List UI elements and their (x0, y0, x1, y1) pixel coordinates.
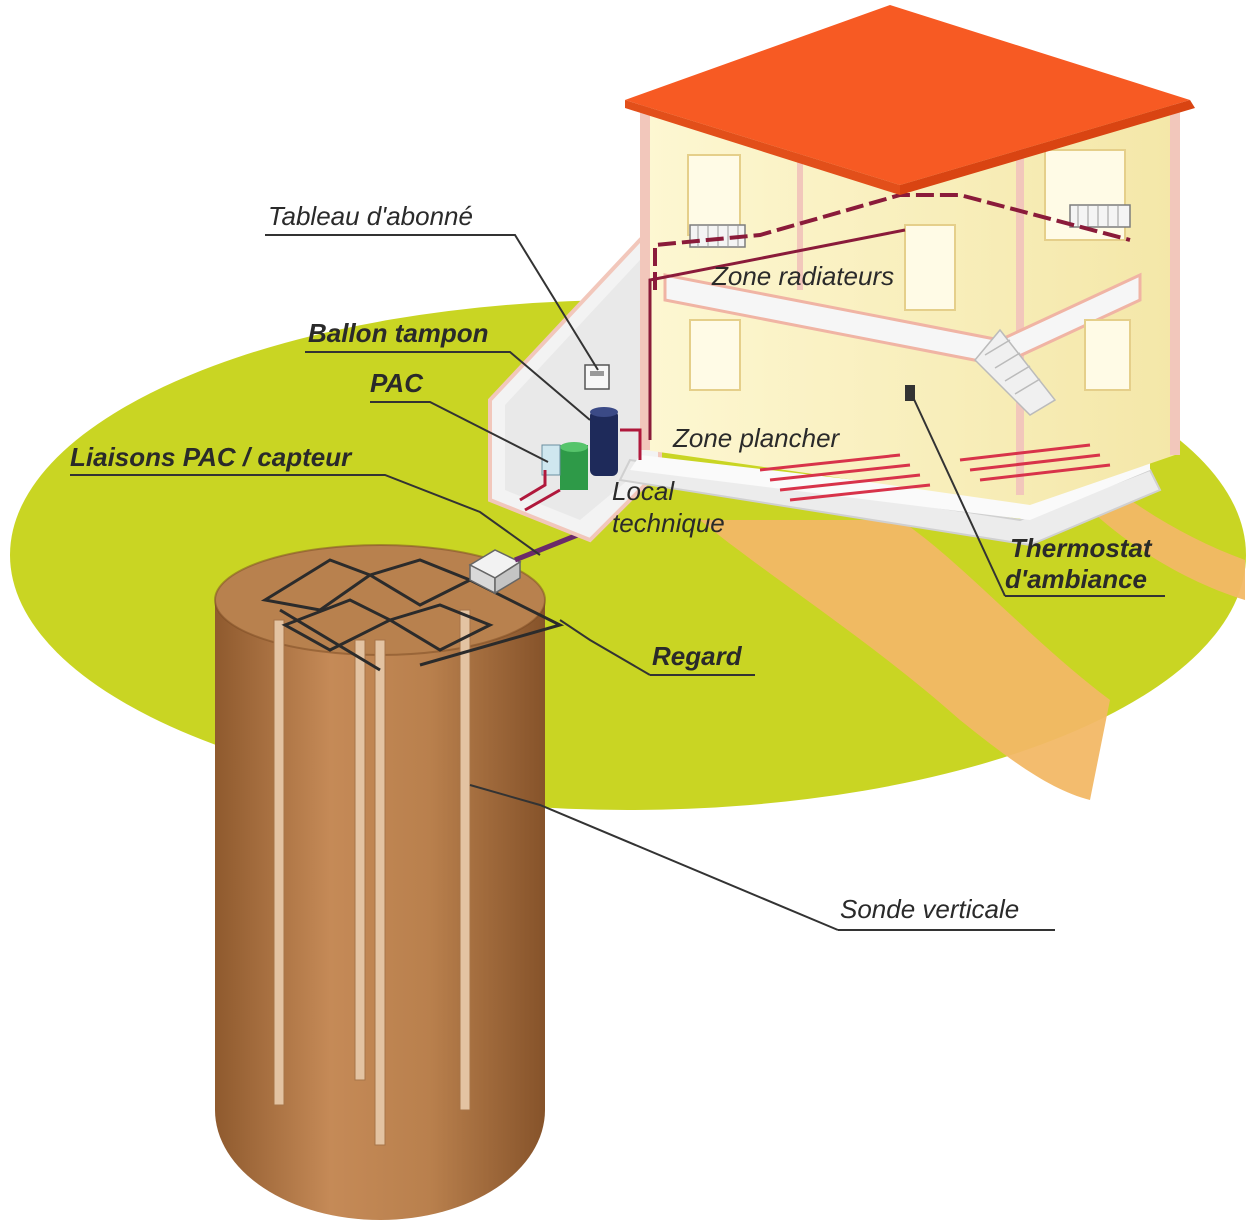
label-zone-plancher: Zone plancher (672, 423, 841, 453)
label-thermostat-1: Thermostat (1010, 533, 1153, 563)
buffer-tank-icon (590, 407, 618, 476)
label-liaisons-pac-capteur: Liaisons PAC / capteur (70, 442, 353, 472)
label-regard: Regard (652, 641, 743, 671)
label-ballon-tampon: Ballon tampon (308, 318, 489, 348)
label-thermostat-2: d'ambiance (1005, 564, 1147, 594)
label-pac: PAC (370, 368, 424, 398)
label-sonde-verticale: Sonde verticale (840, 894, 1019, 924)
label-tableau-abonne: Tableau d'abonné (268, 201, 473, 231)
label-zone-radiateurs: Zone radiateurs (711, 261, 894, 291)
label-local-technique-2: technique (612, 508, 725, 538)
label-local-technique-1: Local (612, 476, 675, 506)
radiator-icon (1070, 205, 1130, 227)
